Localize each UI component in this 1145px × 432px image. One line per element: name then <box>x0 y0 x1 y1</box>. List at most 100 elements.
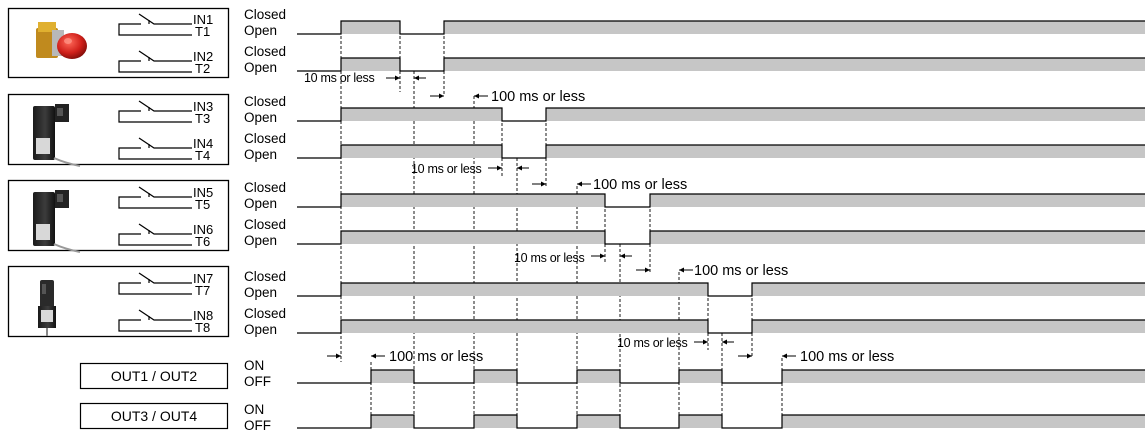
contact-symbol <box>118 100 192 123</box>
channel-label-t: T6 <box>195 234 210 249</box>
output-label: OUT1 / OUT2 <box>111 368 198 384</box>
signal-high-fill <box>371 370 414 383</box>
signal-high-fill <box>371 415 414 428</box>
contact-symbols <box>118 13 192 332</box>
signal-high-fill <box>679 415 722 428</box>
signal-waveform <box>297 414 1145 429</box>
state-label-open: Open <box>244 285 277 300</box>
arrow-gap-in-head <box>645 267 650 273</box>
contact-symbol <box>118 137 192 160</box>
contact-symbol <box>118 309 192 332</box>
arrow-10ms-out-head <box>414 75 419 81</box>
state-label-open: Open <box>244 110 277 125</box>
contact-symbol <box>118 50 192 73</box>
signal-high-fill <box>474 415 517 428</box>
state-label-open: Open <box>244 322 277 337</box>
signal-high-fill <box>782 415 1145 428</box>
arrow-10ms-out-head <box>517 165 522 171</box>
state-label-off: OFF <box>244 418 271 432</box>
channel-label-in: IN2 <box>193 49 213 64</box>
channel-label-in: IN4 <box>193 136 213 151</box>
contact-symbol <box>118 223 192 246</box>
arrow-gap-in-head <box>439 93 444 99</box>
signal-waveform <box>297 57 1145 72</box>
waveforms <box>297 20 1145 429</box>
channel-label-t: T4 <box>195 148 210 163</box>
channel-label-t: T7 <box>195 283 210 298</box>
signal-high-fill <box>650 231 1145 244</box>
signal-high-fill <box>782 370 1145 383</box>
signal-high-fill <box>474 370 517 383</box>
signal-high-fill <box>546 145 1145 158</box>
contact-symbol <box>118 186 192 209</box>
signal-high-fill <box>752 320 1145 333</box>
state-labels: Closed Open Closed Open Closed Open Clos… <box>244 7 286 432</box>
timing-label-10ms: 10 ms or less <box>411 162 481 176</box>
arrow-10ms-in-head <box>497 165 502 171</box>
arrow-gap-in-head <box>541 181 546 187</box>
contact-symbol <box>118 13 192 36</box>
signal-waveform <box>297 20 1145 35</box>
state-label-open: Open <box>244 147 277 162</box>
channel-label-t: T3 <box>195 111 210 126</box>
channel-label-in: IN3 <box>193 99 213 114</box>
door-switch-icon <box>33 104 81 167</box>
channel-label-t: T1 <box>195 24 210 39</box>
timing-label-100ms: 100 ms or less <box>491 89 585 105</box>
arrow-gap-in-head <box>747 353 752 359</box>
device-box-3 <box>7 179 230 252</box>
channel-label-t: T5 <box>195 197 210 212</box>
signal-high-fill <box>341 21 400 34</box>
signal-high-fill <box>341 283 708 296</box>
state-label-on: ON <box>244 402 264 417</box>
arrow-100ms-out-head <box>474 93 479 99</box>
channel-label-t: T2 <box>195 61 210 76</box>
state-label-open: Open <box>244 60 277 75</box>
channel-label-t: T8 <box>195 320 210 335</box>
state-label-open: Open <box>244 196 277 211</box>
arrow-100ms-out-head <box>371 353 376 359</box>
state-label-closed: Closed <box>244 269 286 284</box>
timing-label-100ms: 100 ms or less <box>694 263 788 279</box>
arrow-10ms-out-head <box>620 253 625 259</box>
door-switch-icon <box>38 280 56 336</box>
signal-waveform <box>297 144 1145 159</box>
signal-high-fill <box>577 370 620 383</box>
state-label-open: Open <box>244 23 277 38</box>
timing-label-10ms: 10 ms or less <box>304 71 374 85</box>
state-label-open: Open <box>244 233 277 248</box>
timing-guide-lines <box>340 21 783 428</box>
channel-label-in: IN5 <box>193 185 213 200</box>
contact-symbol <box>118 272 192 295</box>
signal-high-fill <box>444 58 1145 71</box>
signal-high-fill <box>444 21 1145 34</box>
signal-high-fill <box>546 108 1145 121</box>
arrow-output-in-head <box>336 353 341 359</box>
signal-high-fill <box>650 194 1145 207</box>
signal-waveform <box>297 230 1145 245</box>
signal-waveform <box>297 369 1145 384</box>
signal-high-fill <box>341 58 400 71</box>
signal-high-fill <box>341 194 605 207</box>
signal-waveform <box>297 282 1145 297</box>
output-label: OUT3 / OUT4 <box>111 408 198 424</box>
signal-high-fill <box>341 108 502 121</box>
state-label-closed: Closed <box>244 44 286 59</box>
emergency-stop-switch-icon <box>36 22 87 59</box>
output-box-1 <box>79 362 229 390</box>
timing-label-100ms: 100 ms or less <box>593 177 687 193</box>
device-box-2 <box>7 93 230 166</box>
channel-label-in: IN6 <box>193 222 213 237</box>
timing-arrows <box>327 75 796 359</box>
channel-label-in: IN8 <box>193 308 213 323</box>
signal-high-fill <box>341 320 708 333</box>
arrow-10ms-in-head <box>703 339 708 345</box>
timing-labels: 10 ms or less 100 ms or less 10 ms or le… <box>304 71 894 365</box>
device-box-4 <box>7 265 230 338</box>
state-label-closed: Closed <box>244 306 286 321</box>
signal-high-fill <box>577 415 620 428</box>
state-label-closed: Closed <box>244 131 286 146</box>
state-label-on: ON <box>244 358 264 373</box>
arrow-100ms-out-head <box>679 267 684 273</box>
signal-waveform <box>297 319 1145 334</box>
